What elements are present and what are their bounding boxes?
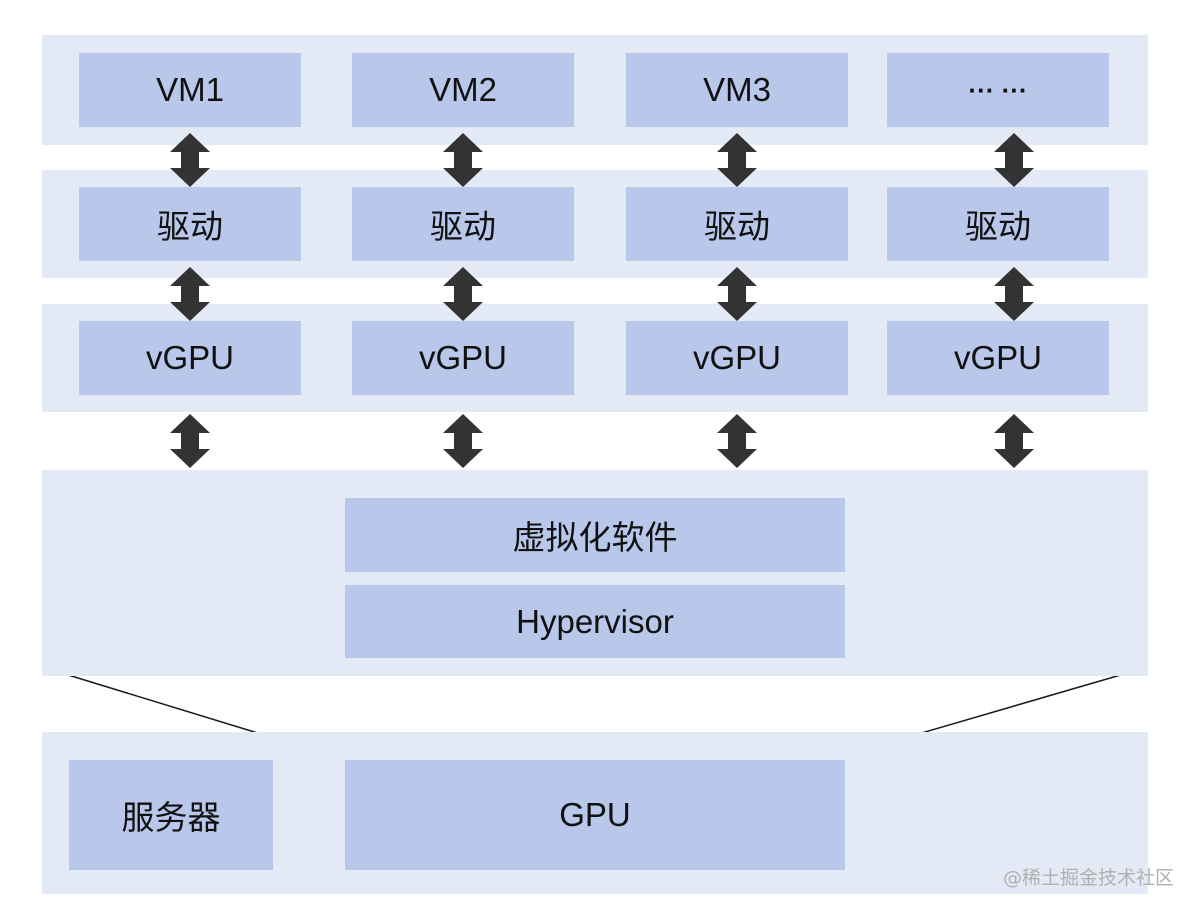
double-arrow-icon [170,133,210,187]
vm-more-box: ··· ··· [887,53,1109,127]
double-arrow-icon [994,267,1034,321]
vm3-box: VM3 [626,53,848,127]
vm2-box: VM2 [352,53,574,127]
vgpu-box-4: vGPU [887,321,1109,395]
double-arrow-icon [170,267,210,321]
double-arrow-icon [994,414,1034,468]
double-arrow-icon [443,267,483,321]
driver-box-1: 驱动 [79,187,301,261]
double-arrow-icon [443,133,483,187]
double-arrow-icon [717,133,757,187]
watermark-text: @稀土掘金技术社区 [1002,867,1174,889]
gpu-box: GPU [345,760,845,870]
vgpu-box-1: vGPU [79,321,301,395]
driver-box-2: 驱动 [352,187,574,261]
double-arrow-icon [717,414,757,468]
vm1-box: VM1 [79,53,301,127]
driver-box-4: 驱动 [887,187,1109,261]
double-arrow-icon [443,414,483,468]
double-arrow-icon [994,133,1034,187]
vgpu-box-3: vGPU [626,321,848,395]
double-arrow-icon [717,267,757,321]
driver-box-3: 驱动 [626,187,848,261]
double-arrow-icon [170,414,210,468]
vgpu-box-2: vGPU [352,321,574,395]
hypervisor-box: Hypervisor [345,585,845,658]
server-box: 服务器 [69,760,273,870]
virtualization-software-box: 虚拟化软件 [345,498,845,572]
